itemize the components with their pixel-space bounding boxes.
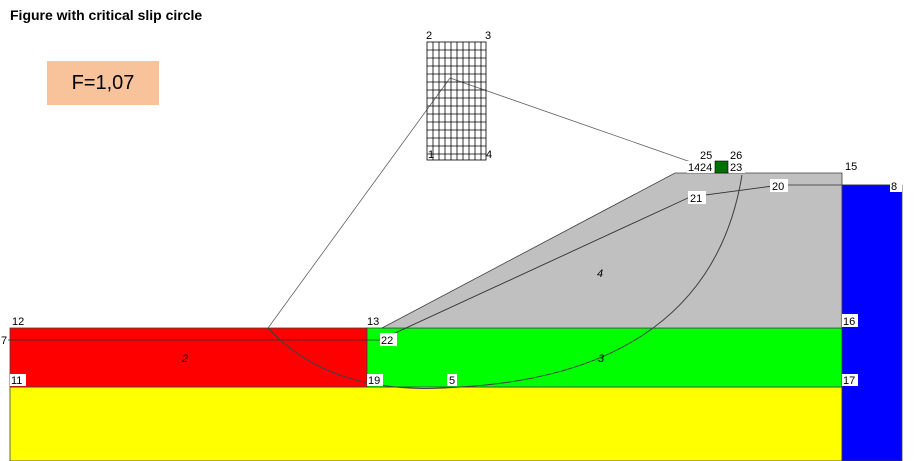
soil-label-4: 4 xyxy=(597,268,603,280)
soil-label-3: 3 xyxy=(598,353,605,365)
point-label-12: 12 xyxy=(12,316,24,328)
load-square xyxy=(714,160,729,174)
svg-text:11: 11 xyxy=(11,375,22,387)
svg-text:14: 14 xyxy=(688,162,700,174)
point-label-1: 1 xyxy=(428,149,434,161)
svg-text:17: 17 xyxy=(843,375,855,387)
svg-text:22: 22 xyxy=(381,335,393,347)
label-box-14: 14 xyxy=(687,161,700,174)
label-box-21: 21 xyxy=(688,191,706,205)
point-label-3: 3 xyxy=(485,30,491,42)
label-box-23: 23 xyxy=(729,161,745,174)
svg-text:21: 21 xyxy=(690,193,702,205)
radius-line-right xyxy=(449,77,709,169)
soil-layer-yellow xyxy=(9,386,843,461)
svg-text:13: 13 xyxy=(367,316,379,328)
label-box-22: 22 xyxy=(380,333,397,347)
slip-circle xyxy=(267,174,743,389)
soil-layer-green xyxy=(366,327,843,388)
soil-layer-red xyxy=(9,327,368,388)
point-label-26: 26 xyxy=(730,150,742,162)
svg-text:23: 23 xyxy=(730,162,742,174)
label-box-24: 24 xyxy=(699,161,714,174)
soil-label-2: 2 xyxy=(181,353,188,365)
soil-layer-grey xyxy=(381,172,843,329)
svg-text:5: 5 xyxy=(449,375,455,387)
svg-text:16: 16 xyxy=(843,316,855,328)
figure-title: Figure with critical slip circle xyxy=(10,7,203,23)
point-label-7: 7 xyxy=(1,335,7,347)
point-label-15: 15 xyxy=(845,161,857,173)
svg-text:19: 19 xyxy=(368,375,380,387)
svg-text:8: 8 xyxy=(891,181,897,193)
label-box-17: 17 xyxy=(842,374,858,387)
label-box-8: 8 xyxy=(890,180,902,193)
label-box-19: 19 xyxy=(367,374,383,387)
svg-text:24: 24 xyxy=(700,162,712,174)
safety-factor-badge: F=1,07 xyxy=(47,61,159,105)
point-label-2: 2 xyxy=(426,30,432,42)
point-label-25: 25 xyxy=(700,150,712,162)
point-label-4: 4 xyxy=(486,149,492,161)
label-box-13: 13 xyxy=(367,315,382,328)
label-box-11: 11 xyxy=(10,374,26,387)
label-box-5: 5 xyxy=(447,374,457,387)
label-box-20: 20 xyxy=(770,179,788,193)
centre-grid xyxy=(426,41,487,161)
radius-line-left xyxy=(267,77,451,329)
label-box-16: 16 xyxy=(842,314,858,328)
svg-text:20: 20 xyxy=(772,181,784,193)
safety-factor-text: F=1,07 xyxy=(71,71,135,94)
